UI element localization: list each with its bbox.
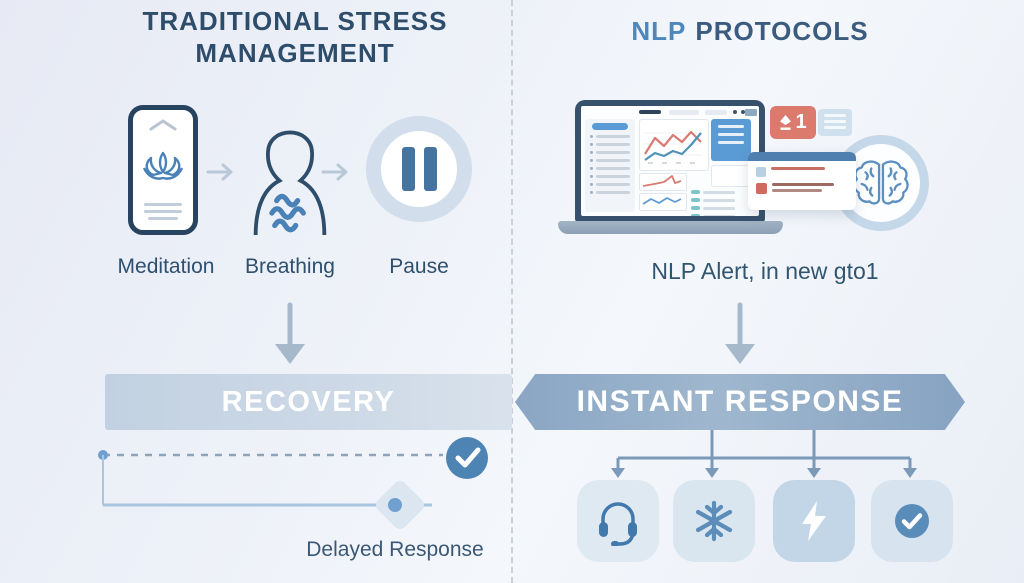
dashboard-screen bbox=[581, 106, 759, 216]
alert-red-square bbox=[756, 183, 767, 194]
down-arrow-icon bbox=[725, 302, 755, 364]
alert-diamond-icon bbox=[780, 115, 792, 130]
alert-card-header bbox=[748, 152, 856, 161]
dashboard-topbar-item bbox=[705, 110, 727, 115]
laptop-base bbox=[558, 221, 783, 234]
instant-response-banner: INSTANT RESPONSE bbox=[515, 374, 965, 430]
dashboard-mini-chart-blue bbox=[639, 193, 687, 211]
breathing-person-icon bbox=[253, 130, 327, 235]
check-icon bbox=[895, 504, 929, 538]
left-panel-title: TRADITIONAL STRESS MANAGEMENT bbox=[142, 6, 448, 68]
item-label-pause: Pause bbox=[389, 255, 449, 278]
phone-text-lines bbox=[144, 203, 182, 220]
laptop-illustration bbox=[575, 100, 765, 222]
dashboard-corner-widget bbox=[745, 109, 757, 116]
dashboard-logo-bar bbox=[639, 110, 661, 114]
delayed-response-caption: Delayed Response bbox=[306, 538, 484, 561]
dashboard-line-chart bbox=[639, 119, 709, 171]
chevron-up-icon bbox=[149, 119, 177, 131]
item-label-meditation: Meditation bbox=[117, 255, 215, 278]
timeline-marker-dot bbox=[388, 498, 402, 512]
brain-icon bbox=[853, 160, 909, 205]
badge-count: 1 bbox=[795, 111, 807, 133]
headset-icon bbox=[599, 502, 637, 546]
arrow-right-icon bbox=[321, 163, 348, 181]
recovery-banner: RECOVERY bbox=[105, 374, 512, 430]
sidebar-button bbox=[592, 123, 628, 130]
connector-lines bbox=[611, 430, 917, 478]
dashboard-blue-panel bbox=[711, 119, 751, 161]
center-divider bbox=[511, 0, 513, 583]
delayed-timeline bbox=[98, 437, 488, 529]
dashboard-topbar-item bbox=[669, 110, 699, 115]
meditation-phone-icon bbox=[128, 105, 198, 235]
title-accent: NLP bbox=[631, 16, 687, 46]
dashboard-sidebar bbox=[585, 119, 635, 212]
dashboard-small-panel bbox=[711, 165, 753, 187]
item-label-breathing: Breathing bbox=[245, 255, 335, 278]
dashboard-dot bbox=[741, 110, 745, 114]
notification-badge: 1 bbox=[770, 106, 816, 139]
arrow-right-icon bbox=[206, 163, 233, 181]
lotus-icon bbox=[142, 151, 184, 180]
alert-blue-square bbox=[756, 167, 766, 177]
alert-card bbox=[748, 152, 856, 210]
down-arrow-icon bbox=[275, 302, 305, 364]
dashboard-dot bbox=[733, 110, 737, 114]
right-panel-title: NLP PROTOCOLS bbox=[555, 16, 945, 48]
nlp-alert-caption: NLP Alert, in new gto1 bbox=[651, 258, 879, 284]
response-tile-confirm bbox=[871, 480, 953, 562]
title-main: PROTOCOLS bbox=[695, 16, 869, 46]
dashboard-mini-chart-red bbox=[639, 173, 687, 191]
lightning-icon bbox=[802, 501, 826, 541]
response-tile-freeze bbox=[673, 480, 755, 562]
response-tile-instant bbox=[773, 480, 855, 562]
dashboard-list bbox=[691, 190, 735, 216]
breath-waves-icon bbox=[269, 193, 306, 233]
snowflake-icon bbox=[695, 500, 733, 542]
notification-tab bbox=[818, 109, 852, 136]
pause-icon bbox=[366, 116, 472, 222]
timeline-check-icon bbox=[446, 437, 488, 479]
response-tile-support bbox=[577, 480, 659, 562]
